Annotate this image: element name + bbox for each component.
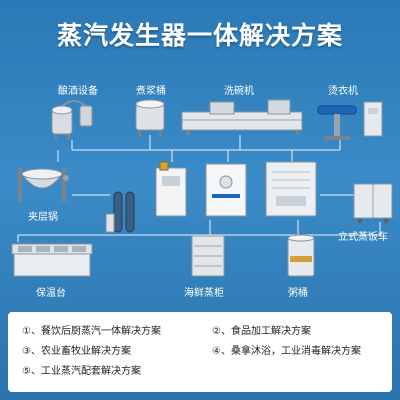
steam-generator-small-image (155, 161, 187, 217)
ironing-machine-label: 烫衣机 (328, 86, 358, 97)
boiler-barrel-image (135, 99, 165, 137)
jacketed-pot-label: 夹层锅 (28, 212, 58, 223)
solution-item-2: ②、食品加工解决方案 (212, 326, 311, 337)
solution-item-4: ④、桑拿沐浴，工业消毒解决方案 (212, 346, 361, 357)
porridge-barrel-label: 粥桶 (288, 288, 308, 299)
porridge-barrel-image (287, 234, 315, 277)
boiler-barrel-label: 煮浆桶 (136, 86, 166, 97)
wine-equipment-image (51, 100, 93, 140)
solutions-panel: ①、餐饮后厨蒸汽一体解决方案 ②、食品加工解决方案 ③、农业畜牧业解决方案 ④、… (8, 312, 392, 392)
solution-item-1: ①、餐饮后厨蒸汽一体解决方案 (22, 326, 161, 337)
dishwasher-image (181, 99, 303, 135)
jacketed-pot-image (18, 168, 69, 202)
steam-generator-medium-image (205, 163, 247, 217)
dishwasher-label: 洗碗机 (224, 86, 254, 97)
wine-equipment-label: 酿酒设备 (58, 86, 98, 97)
steamer-cart-label: 立式蒸饭车 (338, 232, 388, 243)
warming-table-image (11, 243, 93, 277)
steam-generator-large-image (265, 161, 317, 217)
solution-item-3: ③、农业畜牧业解决方案 (22, 346, 131, 357)
steamer-cart-image (353, 183, 393, 224)
seafood-cabinet-label: 海鲜蒸柜 (184, 288, 224, 299)
page-title: 蒸汽发生器一体解决方案 (56, 21, 343, 50)
warming-table-label: 保温台 (36, 288, 66, 299)
ironing-machine-image (317, 101, 383, 140)
solution-item-5: ⑤、工业蒸汽配套解决方案 (22, 366, 141, 377)
seafood-cabinet-image (191, 235, 225, 277)
water-filter-image (105, 191, 135, 233)
